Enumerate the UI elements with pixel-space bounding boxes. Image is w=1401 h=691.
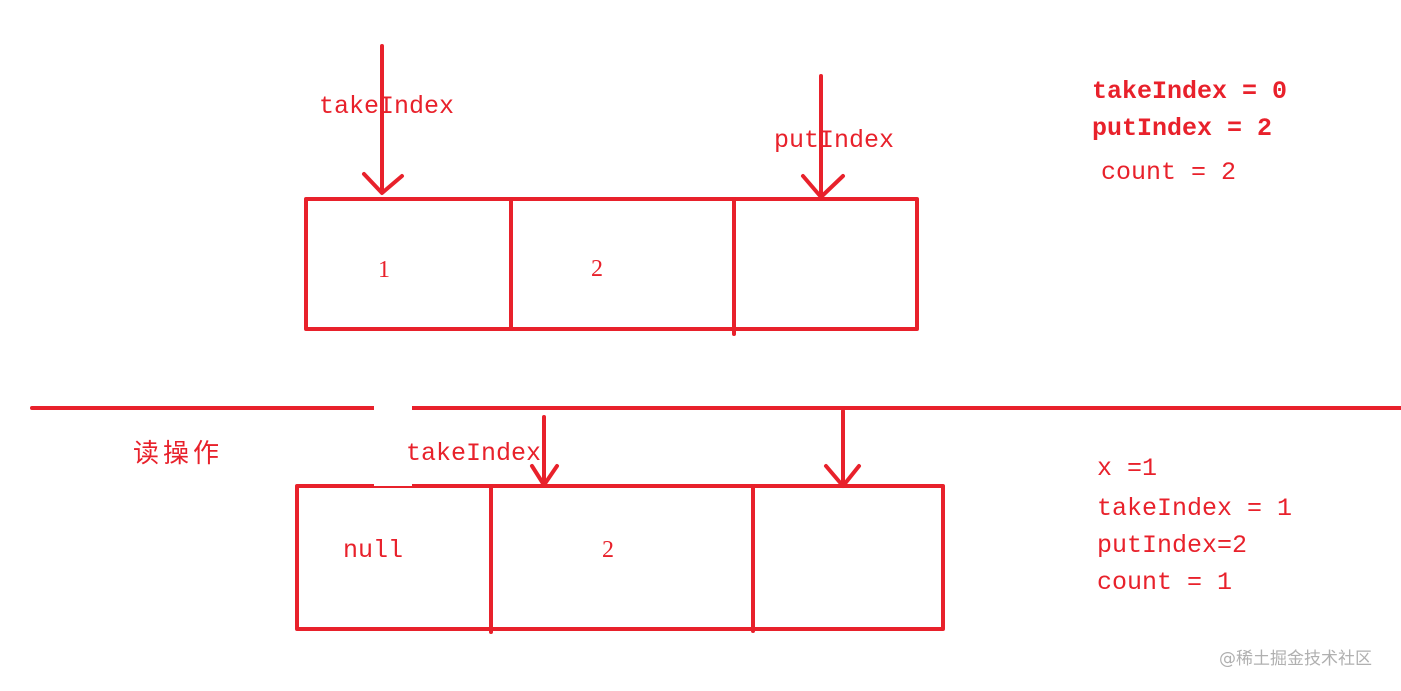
top-cell-0-value: 1 [378, 257, 390, 283]
top-put-index-arrow [801, 74, 845, 199]
bottom-take-index-arrow [530, 415, 559, 487]
bottom-state-x: x =1 [1097, 454, 1158, 483]
bottom-take-index-label: takeIndex [406, 439, 542, 468]
bottom-array-outline [295, 484, 945, 631]
top-state-count: count = 2 [1101, 158, 1237, 187]
top-take-index-label: takeIndex [319, 92, 455, 121]
top-state-put-index: putIndex = 2 [1092, 114, 1273, 143]
bottom-cell-0-value: null [343, 536, 404, 565]
bottom-state-take-index: takeIndex = 1 [1097, 494, 1293, 523]
read-operation-label: 读操作 [133, 439, 224, 469]
bottom-state-put-index: putIndex=2 [1097, 531, 1248, 560]
bottom-array [295, 484, 945, 634]
top-array [304, 197, 919, 336]
bottom-state-count: count = 1 [1097, 568, 1233, 597]
bottom-put-index-arrow [824, 409, 861, 488]
watermark: @稀土掘金技术社区 [1219, 649, 1372, 669]
top-state-take-index: takeIndex = 0 [1092, 77, 1288, 106]
bottom-cell-1-value: 2 [602, 537, 614, 563]
top-take-index-arrow [362, 44, 404, 195]
top-cell-1-value: 2 [591, 256, 603, 282]
top-array-outline [304, 197, 919, 331]
top-put-index-label: putIndex [774, 126, 895, 155]
erased-patch [374, 406, 412, 486]
